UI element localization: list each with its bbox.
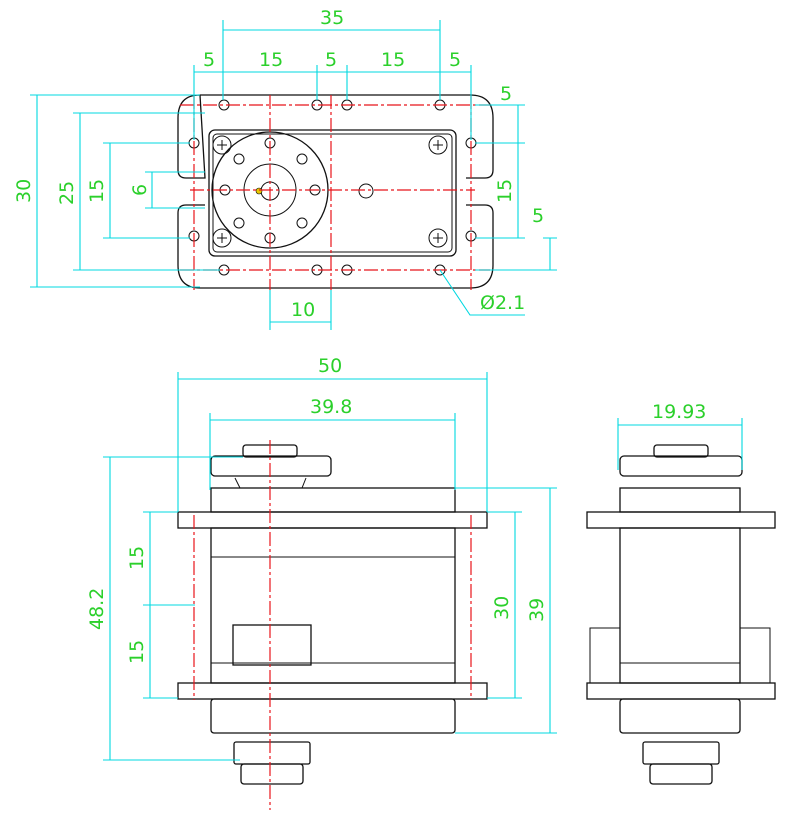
top-cover [210, 487, 456, 513]
bottom-flange [177, 682, 488, 700]
side-bottom-flange [586, 682, 776, 700]
flange-outline [177, 94, 494, 289]
dim-48-2: 48.2 [86, 588, 108, 630]
side-bottom-shaft [649, 763, 713, 785]
case-seams [211, 556, 455, 664]
shaft-marker [255, 187, 263, 195]
dim-25: 25 [56, 181, 78, 205]
top-view: 35 5 15 5 15 5 30 25 15 6 5 15 5 10 Ø2.1 [13, 7, 557, 330]
horn [210, 455, 332, 477]
dim-hole-diameter: Ø2.1 [480, 292, 525, 314]
side-case [619, 527, 741, 684]
case [210, 527, 456, 684]
dim-15-left: 15 [86, 179, 108, 203]
body-screw [358, 183, 374, 199]
side-dimension-line [617, 418, 743, 470]
side-top-flange [586, 511, 776, 529]
bottom-bearing [233, 741, 311, 765]
side-tabs [589, 627, 771, 684]
side-horn-cap [653, 444, 709, 458]
dim-15-right: 15 [494, 179, 516, 203]
dim-30-front: 30 [491, 596, 513, 620]
dim-39-8: 39.8 [310, 396, 352, 418]
servo-body-inner [212, 133, 453, 253]
front-dimension-lines [103, 372, 557, 761]
dim-15a: 15 [259, 49, 283, 71]
mounting-holes [188, 99, 477, 276]
dim-50: 50 [318, 355, 342, 377]
dim-30-top: 30 [13, 179, 35, 203]
gear-boss [232, 624, 312, 666]
dim-6: 6 [129, 184, 151, 196]
dim-35: 35 [320, 7, 344, 29]
dim-19-93: 19.93 [652, 401, 706, 423]
dim-15-lower: 15 [126, 640, 148, 664]
dim-39: 39 [526, 598, 548, 622]
side-view: 19.93 [586, 401, 776, 785]
bottom-shaft [240, 763, 304, 785]
top-flange [177, 511, 488, 529]
dim-5-right-top: 5 [500, 83, 512, 105]
bottom-cover [210, 698, 456, 734]
dim-5a: 5 [203, 49, 215, 71]
center-lines [180, 95, 490, 290]
dim-5c: 5 [449, 49, 461, 71]
dim-5-right-bottom: 5 [532, 205, 544, 227]
side-top-cover [619, 487, 741, 513]
side-bottom-cover [619, 698, 741, 734]
cross-screw-icons [212, 135, 448, 248]
front-view: 50 39.8 48.2 15 15 30 39 [86, 355, 557, 810]
side-bottom-bearing [642, 741, 720, 765]
dim-10: 10 [291, 299, 315, 321]
dim-5b: 5 [325, 49, 337, 71]
servo-body [208, 129, 457, 257]
dimension-lines [30, 20, 557, 330]
dim-15b: 15 [381, 49, 405, 71]
dim-15-upper: 15 [126, 546, 148, 570]
side-horn [619, 455, 743, 477]
front-center-lines [193, 440, 472, 810]
